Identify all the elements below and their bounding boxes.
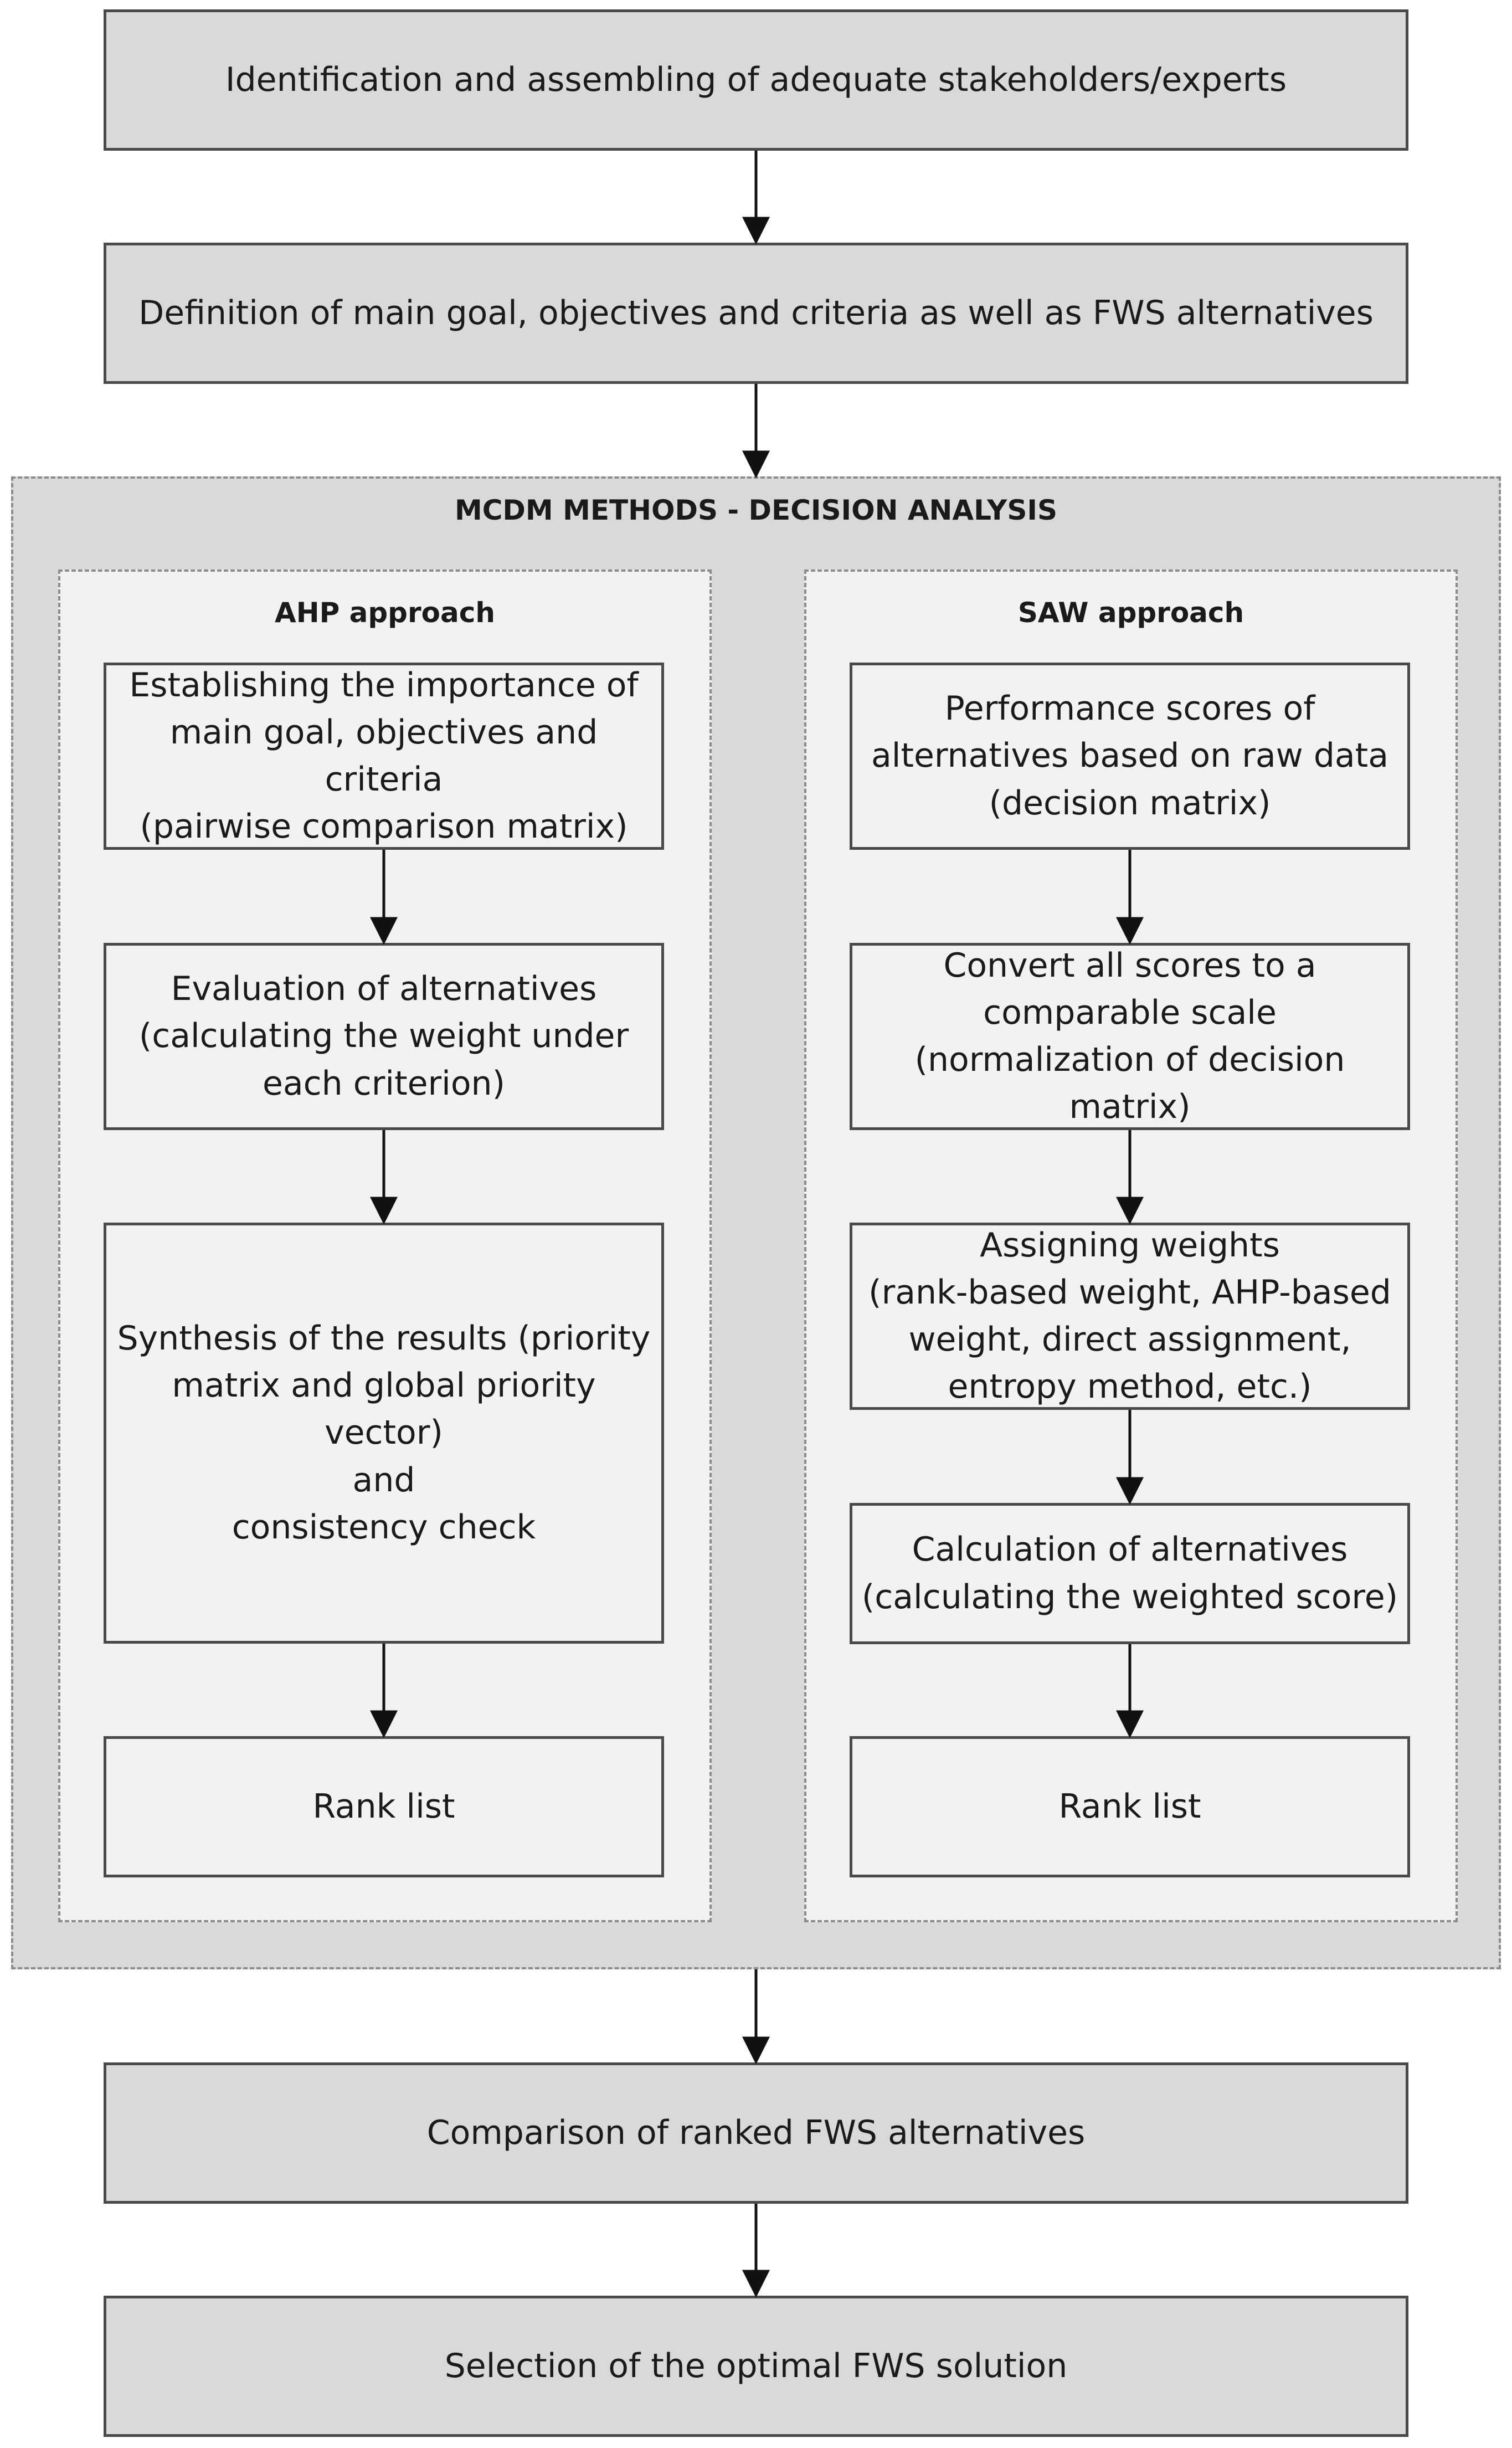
definition-text: Definition of main goal, objectives and … — [138, 293, 1374, 332]
saw-step-text: Assigning weights (rank-based weight, AH… — [868, 1225, 1391, 1407]
comparison-box: Comparison of ranked FWS alternatives — [104, 2062, 1408, 2204]
ahp-step-evaluation: Evaluation of alternatives (calculating … — [104, 943, 664, 1130]
selection-box: Selection of the optimal FWS solution — [104, 2296, 1408, 2437]
ahp-step-importance: Establishing the importance of main goal… — [104, 663, 664, 850]
saw-step-performance: Performance scores of alternatives based… — [850, 663, 1410, 850]
saw-step-text: Rank list — [1058, 1787, 1201, 1826]
ahp-step-text: Establishing the importance of main goal… — [129, 665, 639, 846]
saw-rank-list: Rank list — [850, 1736, 1410, 1877]
identification-text: Identification and assembling of adequat… — [225, 60, 1287, 99]
comparison-text: Comparison of ranked FWS alternatives — [426, 2113, 1086, 2152]
mcdm-title: MCDM METHODS - DECISION ANALYSIS — [454, 494, 1058, 526]
saw-title: SAW approach — [1017, 597, 1244, 629]
identification-box: Identification and assembling of adequat… — [104, 9, 1408, 151]
ahp-step-synthesis: Synthesis of the results (priority matri… — [104, 1223, 664, 1644]
ahp-title: AHP approach — [275, 597, 495, 629]
saw-step-text: Calculation of alternatives (calculating… — [861, 1530, 1398, 1616]
saw-step-text: Convert all scores to a comparable scale… — [914, 946, 1345, 1127]
ahp-step-text: Synthesis of the results (priority matri… — [117, 1319, 651, 1547]
saw-step-text: Performance scores of alternatives based… — [871, 689, 1388, 823]
saw-step-weights: Assigning weights (rank-based weight, AH… — [850, 1223, 1410, 1410]
selection-text: Selection of the optimal FWS solution — [444, 2346, 1068, 2385]
ahp-step-text: Rank list — [312, 1787, 455, 1826]
saw-step-normalization: Convert all scores to a comparable scale… — [850, 943, 1410, 1130]
definition-box: Definition of main goal, objectives and … — [104, 243, 1408, 384]
ahp-step-text: Evaluation of alternatives (calculating … — [138, 969, 629, 1103]
